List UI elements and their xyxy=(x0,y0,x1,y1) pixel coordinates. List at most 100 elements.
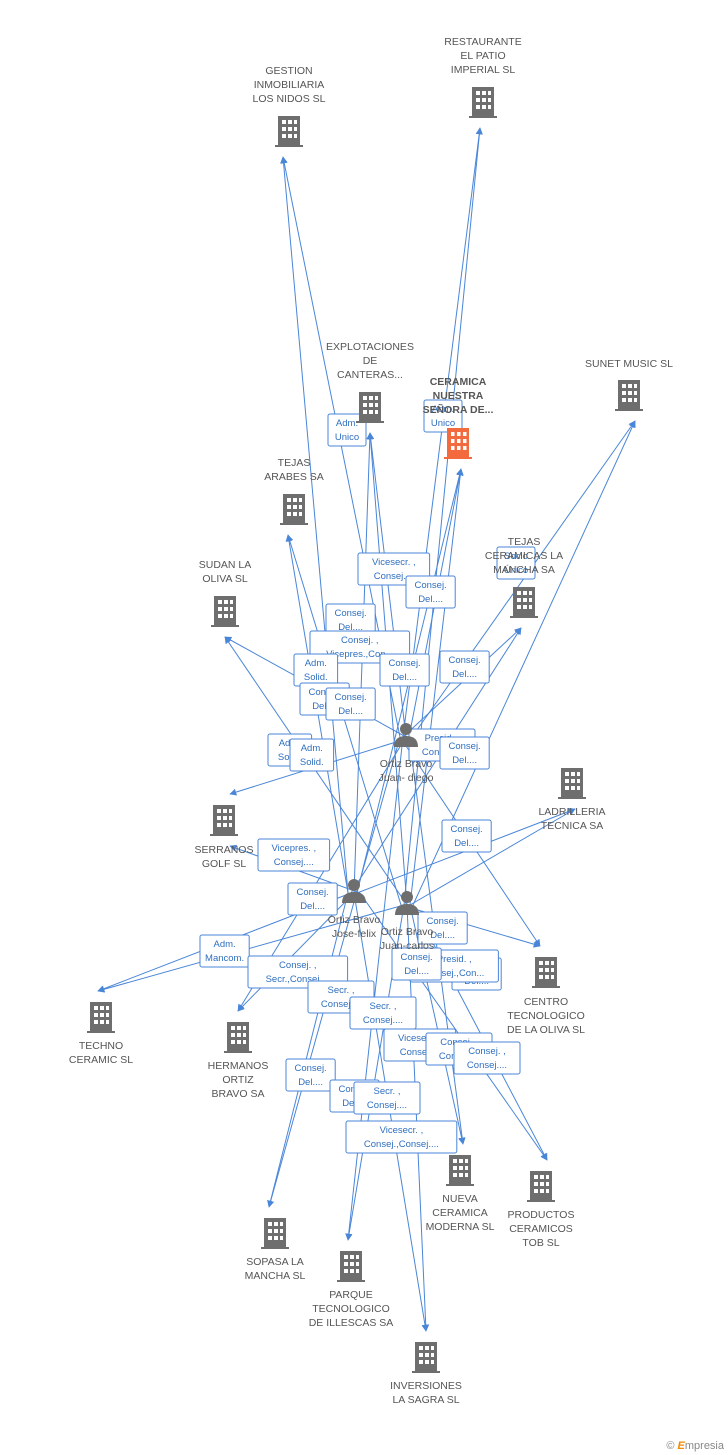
company-label: GOLF SL xyxy=(202,858,247,870)
relation-label[interactable]: Adm.Unico xyxy=(423,399,463,433)
company-label: NUEVA xyxy=(442,1193,477,1205)
relation-text: Consej. , xyxy=(341,635,379,646)
relation-text: Secr. , xyxy=(370,1001,397,1012)
relation-text: Solid. xyxy=(300,757,324,768)
relation-box xyxy=(287,882,338,916)
relation-label[interactable]: Consej. Del.... xyxy=(405,575,456,609)
relation-text: Vicepres. , xyxy=(271,843,316,854)
relation-label[interactable]: Consej.Del.... xyxy=(391,947,442,981)
company-node-explotaciones[interactable]: EXPLOTACIONESDECANTERAS... xyxy=(326,341,414,423)
company-label: MODERNA SL xyxy=(426,1221,495,1233)
relation-text: Consej. xyxy=(296,887,328,898)
relation-label[interactable]: Vicesecr. ,Consej.,Consej.... xyxy=(345,1120,458,1154)
relation-label[interactable]: Consej. ,Secr.,Consej.... xyxy=(247,955,349,989)
relation-text: Único xyxy=(504,565,528,576)
company-label: CERAMICA xyxy=(430,376,487,388)
relation-label[interactable]: Secr. ,Consej.... xyxy=(353,1081,421,1115)
company-label: CERAMICAS LA xyxy=(485,550,563,562)
relation-label[interactable]: Consej.Del.... xyxy=(285,1058,336,1092)
relation-box xyxy=(285,1058,336,1092)
company-node-tejas-arabes[interactable]: TEJAS ARABES SA xyxy=(264,457,324,525)
building-icon xyxy=(211,596,239,627)
company-label: TECNOLOGICO xyxy=(312,1303,390,1315)
company-label: TECNOLOGICO xyxy=(507,1010,585,1022)
relation-text: Consej.,Consej.... xyxy=(364,1139,439,1150)
relation-text: Adm. xyxy=(336,418,358,429)
relation-text: Consej. xyxy=(448,655,480,666)
relation-edge xyxy=(97,904,405,993)
relation-label[interactable]: Consej. Del.... xyxy=(439,650,490,684)
relation-box xyxy=(496,546,536,580)
relation-text: Consej.... xyxy=(400,1047,440,1058)
relation-box xyxy=(379,653,430,687)
relation-label[interactable]: Consej.Del.... xyxy=(439,736,490,770)
relation-text: Consej.... xyxy=(363,1015,403,1026)
relation-label[interactable]: Vicepres. , Consej.... xyxy=(257,838,331,872)
relation-label[interactable]: Secr. , Consej.... xyxy=(349,996,417,1030)
company-label: SUNET MUSIC SL xyxy=(585,358,673,370)
relation-text: Consej. xyxy=(450,824,482,835)
relation-text: Unico xyxy=(431,418,455,429)
relation-label[interactable]: Consej.Del.... xyxy=(441,819,492,853)
person-label: Ortiz Bravo xyxy=(328,914,381,926)
relation-edge xyxy=(345,736,404,1241)
company-label: SUDAN LA xyxy=(199,559,252,571)
relation-box xyxy=(441,819,492,853)
company-node-sunet[interactable]: SUNET MUSIC SL xyxy=(585,358,673,411)
company-node-sudan[interactable]: SUDAN LA OLIVA SL xyxy=(199,559,252,627)
company-label: SEÑORA DE... xyxy=(423,403,494,416)
relation-label[interactable]: Consej.Del.... xyxy=(417,911,468,945)
company-label: GESTION xyxy=(265,65,312,77)
building-icon xyxy=(532,957,560,988)
relation-label[interactable]: Consej.Del.... xyxy=(379,653,430,687)
building-icon xyxy=(615,380,643,411)
relation-label[interactable]: Consej.Del.... xyxy=(325,687,376,721)
relation-text: Consej. , xyxy=(468,1046,506,1057)
company-label: ARABES SA xyxy=(264,471,324,483)
relation-text: Consej. xyxy=(388,658,420,669)
relation-label[interactable]: Adm.Solid. xyxy=(293,653,339,687)
company-label: NUESTRA xyxy=(433,390,484,402)
person-icon xyxy=(394,723,418,747)
building-icon xyxy=(280,494,308,525)
relation-label[interactable]: Adm.Mancom. xyxy=(199,934,250,968)
relation-text: Secr.,Consej.... xyxy=(266,974,330,985)
company-label: TEJAS xyxy=(278,457,311,469)
company-label: MANCHA SA xyxy=(493,564,555,576)
relation-text: Del.... xyxy=(338,622,363,633)
company-label: OLIVA SL xyxy=(202,573,247,585)
relation-text: Vicesecr. , xyxy=(398,1033,442,1044)
relation-text: Del.... xyxy=(418,594,443,605)
relation-box xyxy=(417,911,468,945)
relation-label[interactable]: Consej. ,Consej.... xyxy=(453,1041,521,1075)
relation-box xyxy=(325,687,376,721)
relation-text: Consej. xyxy=(414,580,446,591)
relation-box xyxy=(439,736,490,770)
company-label: RESTAURANTE xyxy=(444,36,521,48)
company-label: TECHNO xyxy=(79,1040,123,1052)
company-label: BRAVO SA xyxy=(212,1088,265,1100)
relation-text: Solid. xyxy=(304,672,328,683)
relation-label[interactable]: Adm.Solid. xyxy=(289,738,335,772)
relation-label[interactable]: Consej.Del.... xyxy=(287,882,338,916)
relation-text: Del.... xyxy=(452,669,477,680)
relation-text: Consej.... xyxy=(274,857,314,868)
